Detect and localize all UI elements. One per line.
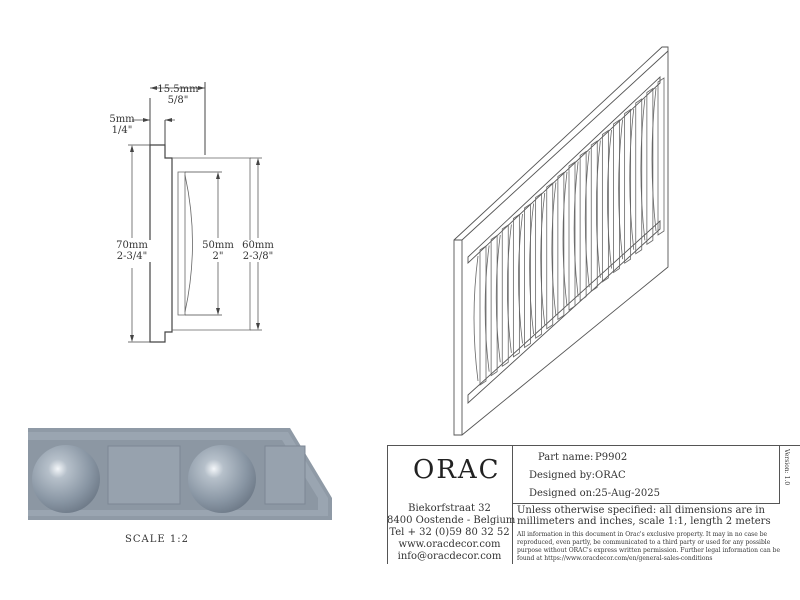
iso-rib	[535, 192, 543, 339]
dim-width-step: 5mm 1/4"	[104, 114, 140, 136]
dim-height-inner-mm: 50mm	[202, 240, 234, 251]
dim-height-total: 70mm 2-3/4"	[108, 240, 156, 262]
title-block: ORAC Biekorfstraat 32 8400 Oostende - Be…	[387, 445, 800, 564]
phone: Tel + 32 (0)59 80 32 52	[389, 527, 510, 538]
dim-width-top-mm: 15.5mm	[157, 84, 199, 95]
isometric-drawing	[453, 46, 669, 436]
iso-arc	[518, 213, 523, 344]
iso-arc	[618, 119, 624, 260]
address-line2: 8400 Oostende - Belgium	[387, 515, 516, 526]
profile-drawing	[128, 82, 262, 343]
iso-rib	[479, 245, 487, 386]
iso-rib	[568, 161, 576, 311]
iso-rib	[490, 234, 498, 377]
iso-rib	[635, 98, 643, 255]
iso-rib	[557, 171, 565, 321]
iso-arc	[473, 255, 479, 382]
iso-arc	[506, 224, 512, 353]
dim-height-mid: 60mm 2-3/8"	[236, 240, 280, 262]
dim-height-inner: 50mm 2"	[198, 240, 238, 262]
iso-rib	[501, 224, 509, 367]
iso-rib	[624, 108, 632, 264]
legal-notice: All information in this document in Orac…	[517, 531, 781, 562]
iso-arc	[562, 171, 568, 307]
iso-arc	[595, 140, 601, 278]
iso-rib	[601, 129, 609, 283]
iso-rib	[524, 203, 531, 349]
dim-height-inner-in: 2"	[212, 251, 224, 262]
dim-width-top-in: 5/8"	[167, 95, 189, 106]
iso-arc	[495, 234, 501, 363]
version-label: Version: 1.0	[783, 449, 790, 486]
iso-arc	[529, 203, 535, 335]
iso-rib	[613, 119, 620, 274]
designed-by-value: ORAC	[595, 470, 626, 481]
dim-width-step-mm: 5mm	[109, 114, 135, 125]
dim-height-mid-mm: 60mm	[242, 240, 274, 251]
dim-height-total-mm: 70mm	[116, 240, 148, 251]
iso-rib	[579, 150, 587, 302]
iso-rib	[546, 182, 554, 330]
address-line1: Biekorfstraat 32	[408, 503, 491, 514]
iso-arc	[484, 245, 490, 372]
sphere-2	[188, 445, 256, 513]
orac-logo: ORAC	[413, 455, 501, 485]
iso-rib	[657, 77, 665, 236]
iso-rib	[646, 87, 654, 246]
scale-label: SCALE 1:2	[125, 534, 189, 545]
part-name-label: Part name:	[538, 452, 594, 463]
iso-arc	[551, 182, 557, 316]
website-link[interactable]: www.oracdecor.com	[398, 539, 501, 550]
iso-arc	[640, 98, 646, 241]
dim-width-step-in: 1/4"	[111, 125, 133, 136]
designed-by-label: Designed by:	[529, 470, 596, 481]
dim-width-top: 15.5mm 5/8"	[150, 84, 206, 106]
render-preview	[28, 428, 332, 520]
iso-arc	[629, 108, 635, 250]
iso-rib	[590, 140, 598, 292]
dim-height-total-in: 2-3/4"	[116, 251, 148, 262]
specs-note: Unless otherwise specified: all dimensio…	[517, 505, 771, 527]
iso-arc	[573, 161, 579, 297]
iso-arc	[651, 87, 657, 232]
designed-on-label: Designed on:	[529, 488, 596, 499]
iso-arc	[540, 192, 546, 325]
dim-height-mid-in: 2-3/8"	[242, 251, 274, 262]
designed-on-value: 25-Aug-2025	[595, 488, 660, 499]
part-name-value: P9902	[595, 452, 628, 463]
iso-arc	[607, 129, 612, 269]
iso-rib	[512, 213, 520, 358]
iso-arc	[584, 150, 590, 288]
email-link[interactable]: info@oracdecor.com	[397, 551, 502, 562]
sphere-1	[32, 445, 100, 513]
